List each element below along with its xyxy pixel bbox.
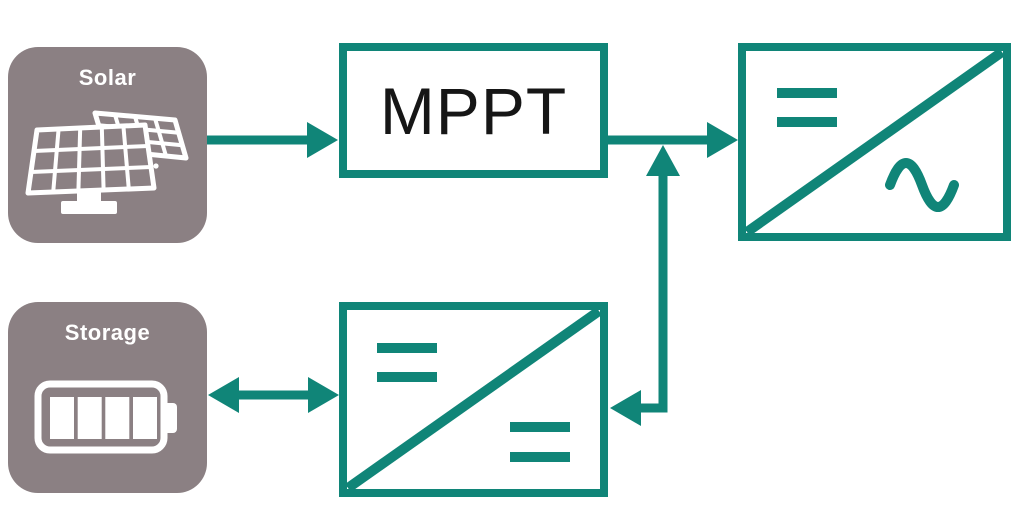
ac-sine-icon [885,158,959,212]
dc-symbol-icon [777,88,837,127]
arrowhead-right-icon [308,377,339,413]
dcdc-node [339,302,608,497]
storage-label: Storage [64,320,151,345]
solar-panel-icon [25,110,189,214]
arrowhead-right-icon [307,122,338,158]
solar-node: Solar [8,47,207,243]
arrowhead-left-icon [208,377,239,413]
dcdc-diagonal [347,310,600,489]
dc-dc-converter-symbol [347,310,600,489]
dc-symbol-icon [377,343,437,382]
inverter-diagonal [746,51,1003,233]
arrow-solar-to-mppt [207,122,338,158]
inverter-node [738,43,1011,241]
arrowhead-up-icon [646,145,680,176]
solar-label: Solar [78,65,137,90]
arrow-storage-to-dcdc [208,377,339,413]
arrowhead-right-icon [707,122,738,158]
mppt-label: MPPT [379,73,568,148]
mppt-node: MPPT [339,43,608,178]
storage-node: Storage [8,302,207,493]
solar-front-panel [25,122,157,214]
dc-ac-inverter-symbol [746,51,1003,233]
arrow-dcbus-to-dcdc [610,145,680,426]
battery-icon [34,380,177,454]
arrow-mppt-to-inverter [608,122,738,158]
arrowhead-left-icon [610,390,641,426]
dc-symbol-icon [510,422,570,462]
